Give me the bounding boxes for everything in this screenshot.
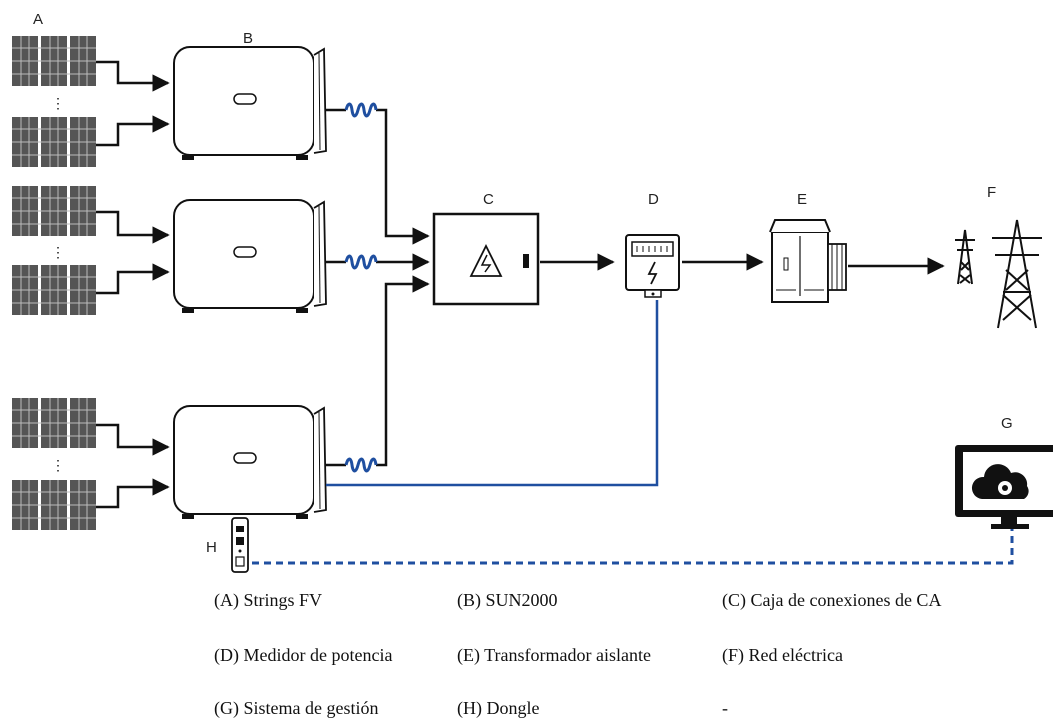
label-h: H: [206, 539, 217, 556]
coil-3: [344, 457, 378, 473]
legend-item-empty: -: [722, 698, 728, 718]
legend-row-1: (A) Strings FV (B) SUN2000 (C) Caja de c…: [0, 590, 1053, 620]
label-d: D: [648, 191, 659, 208]
ac-combiner-box: [432, 212, 540, 306]
coil-2: [344, 254, 378, 270]
dc-input-lines: [96, 60, 170, 509]
pv-string-group-3: ⋮: [11, 397, 97, 531]
dongle: [231, 517, 249, 573]
label-b: B: [243, 30, 253, 47]
svg-text:⋮: ⋮: [51, 246, 65, 261]
legend-item-g: (G) Sistema de gestión: [214, 698, 379, 718]
legend-row-3: (G) Sistema de gestión (H) Dongle -: [0, 698, 1053, 728]
pv-system-diagram: A B C D E F G H ⋮ ⋮ ⋮: [11, 11, 1053, 573]
label-e: E: [797, 191, 807, 208]
label-g: G: [1001, 415, 1013, 432]
management-system-icon: [955, 445, 1053, 529]
legend-item-a: (A) Strings FV: [214, 590, 323, 610]
pv-string-group-1: ⋮: [11, 35, 97, 168]
inverter-3: [173, 405, 327, 520]
legend-row-2: (D) Medidor de potencia (E) Transformado…: [0, 645, 1053, 675]
label-f: F: [987, 184, 996, 201]
pv-string-group-2: ⋮: [11, 185, 97, 316]
grid-tower-icon: [955, 219, 1042, 329]
legend-item-e: (E) Transformador aislante: [457, 645, 651, 665]
coil-1: [344, 102, 378, 118]
power-meter: [625, 234, 680, 298]
legend-item-h: (H) Dongle: [457, 698, 540, 718]
svg-text:⋮: ⋮: [51, 97, 65, 112]
legend-item-b: (B) SUN2000: [457, 590, 558, 610]
comm-line-dongle: [252, 528, 1014, 565]
comm-line-meter: [326, 300, 659, 487]
inverter-1: [173, 46, 327, 161]
label-c: C: [483, 191, 494, 208]
isolation-transformer: [769, 219, 847, 303]
inverter-2: [173, 199, 327, 314]
legend-item-f: (F) Red eléctrica: [722, 645, 843, 665]
svg-text:⋮: ⋮: [51, 459, 65, 474]
ac-output-lines: [326, 108, 430, 467]
legend-item-d: (D) Medidor de potencia: [214, 645, 393, 665]
label-a: A: [33, 11, 43, 28]
legend-item-c: (C) Caja de conexiones de CA: [722, 590, 942, 610]
